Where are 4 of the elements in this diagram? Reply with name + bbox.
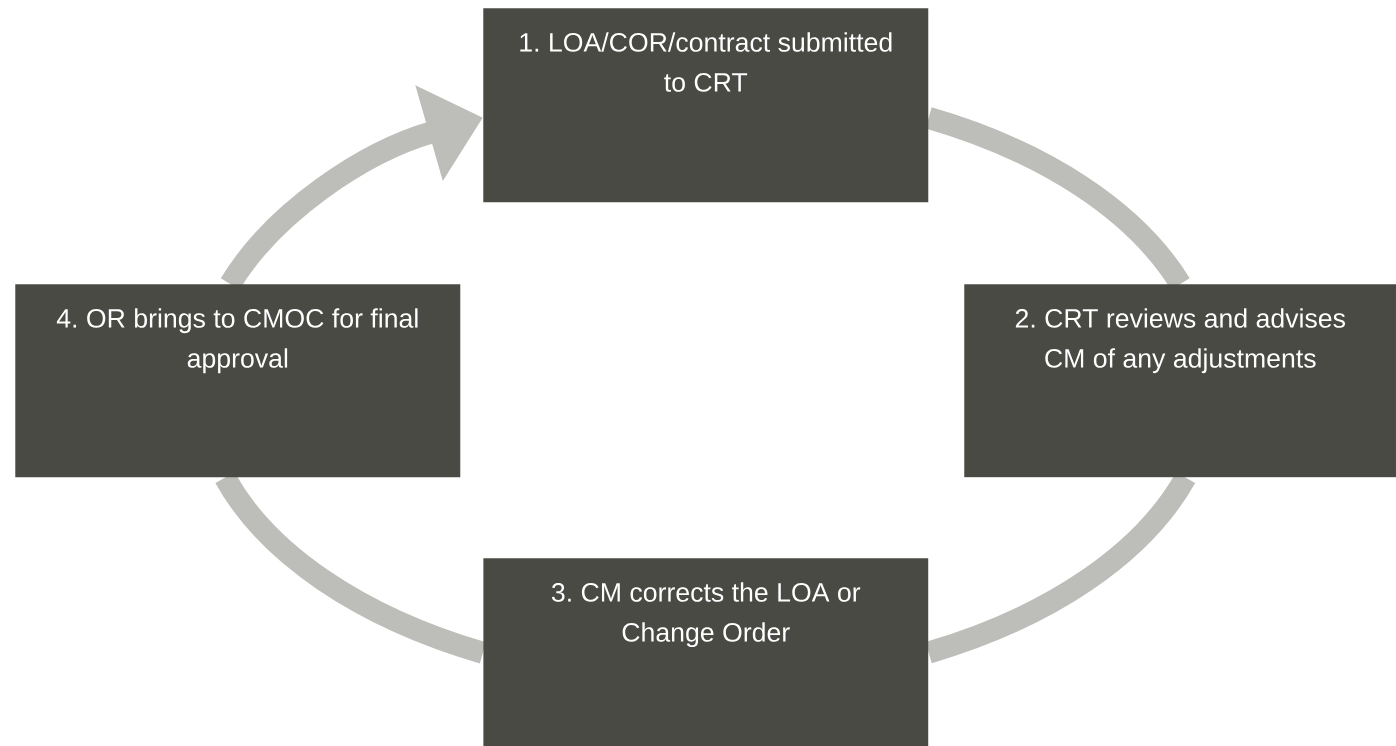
process-box: 4. OR brings to CMOC for final approval: [15, 284, 461, 478]
process-box: 2. CRT reviews and advises CM of any adjustments: [964, 284, 1396, 478]
process-box: 3. CM corrects the LOA or Change Order: [483, 558, 929, 746]
process-box: 1. LOA/COR/contract submitted to CRT: [483, 8, 929, 203]
